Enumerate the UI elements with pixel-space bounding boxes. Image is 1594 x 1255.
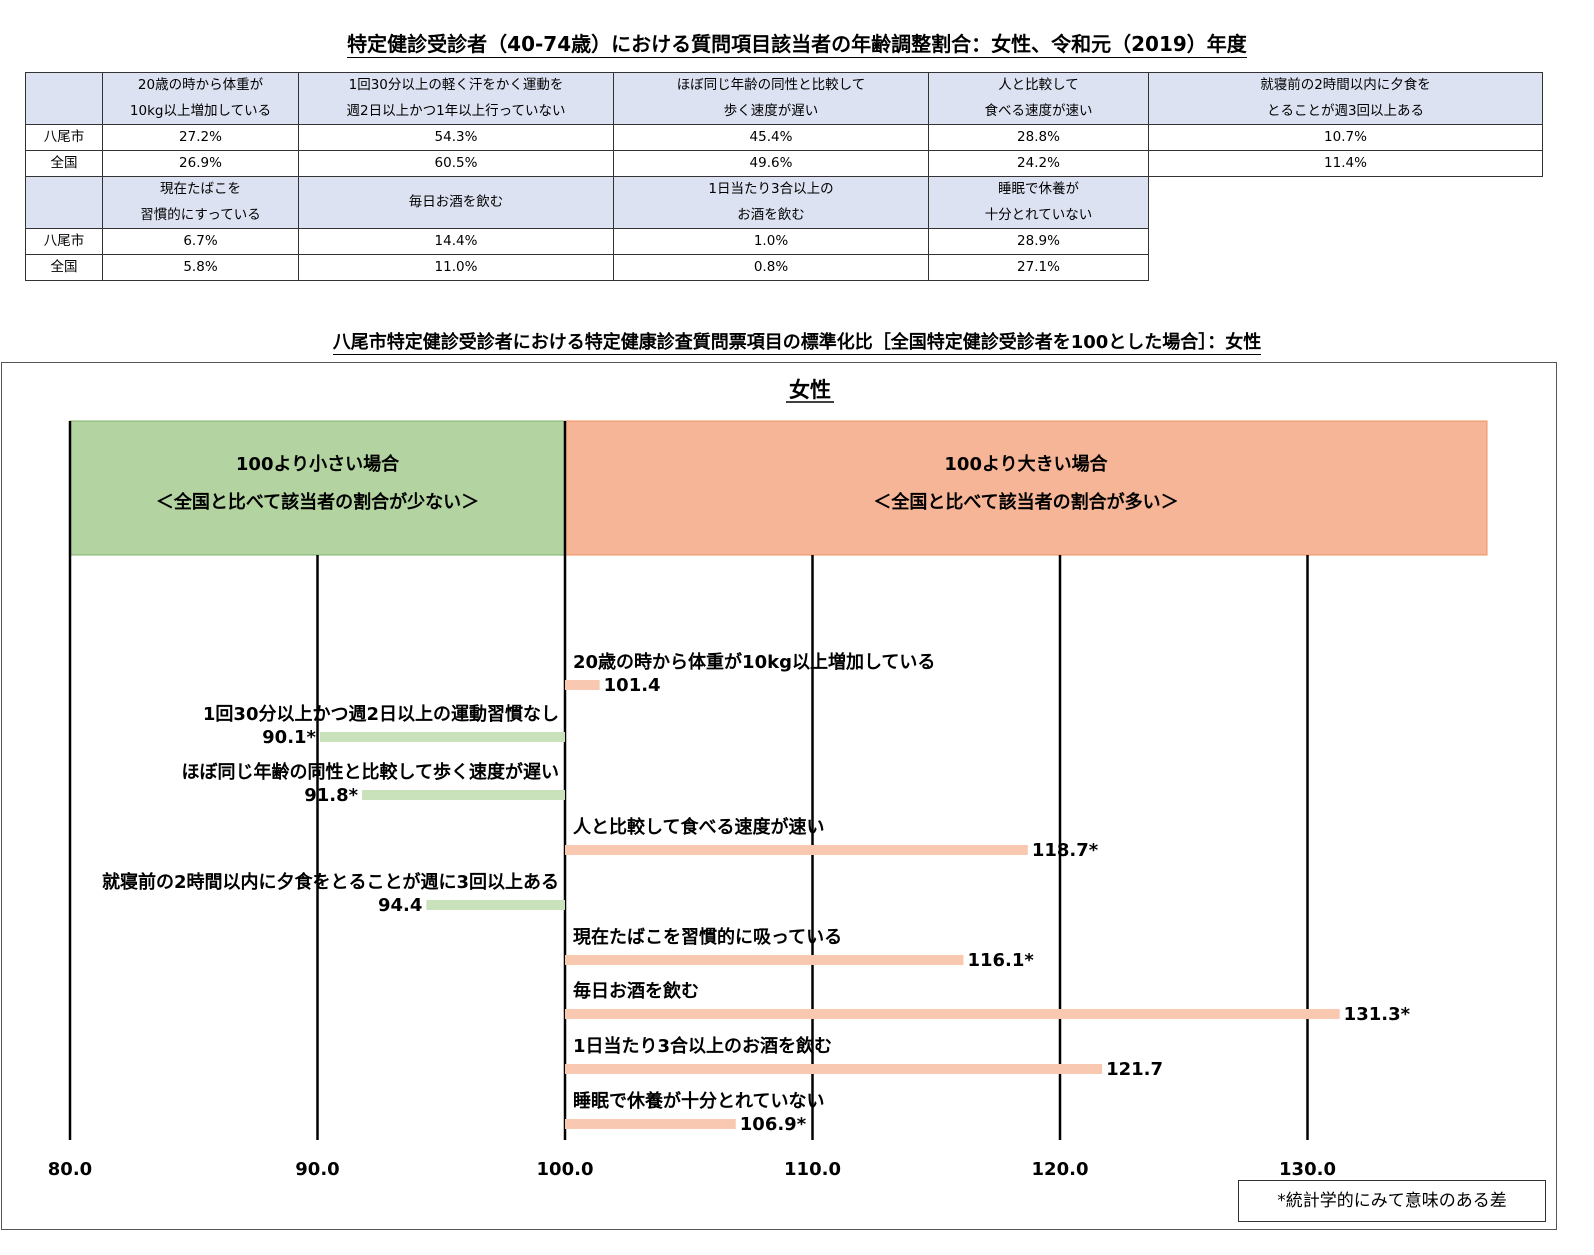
x-tick-label: 120.0: [1032, 1159, 1089, 1180]
table-header-cell: 毎日お酒を飲む: [298, 176, 614, 229]
table-header-cell: 人と比較して食べる速度が速い: [928, 72, 1149, 125]
bar-label: 1日当たり3合以上のお酒を飲む: [573, 1035, 832, 1057]
table-row-label: 全国: [25, 150, 103, 177]
table-header-cell: 睡眠で休養が十分とれていない: [928, 176, 1149, 229]
bar: [565, 1119, 736, 1129]
region-low-box: [69, 420, 566, 556]
table-cell: 54.3%: [298, 124, 614, 151]
chart-title: 八尾市特定健診受診者における特定健康診査質問票項目の標準化比［全国特定健診受診者…: [332, 332, 1262, 355]
bar: [319, 732, 565, 742]
table-corner-cell: [25, 176, 103, 229]
bar-label: 人と比較して食べる速度が速い: [573, 816, 824, 838]
x-tick-label: 90.0: [295, 1159, 339, 1180]
table-header-cell: 現在たばこを習慣的にすっている: [102, 176, 299, 229]
table-cell: 27.2%: [102, 124, 299, 151]
chart-inner-title: 女性: [789, 378, 831, 402]
bar-label: 就寝前の2時間以内に夕食をとることが週に3回以上ある: [102, 871, 559, 893]
bar-label: 1回30分以上かつ週2日以上の運動習慣なし: [203, 703, 559, 725]
bar-value-label: 116.1*: [967, 950, 1034, 971]
bar: [565, 955, 964, 965]
bar-value-label: 90.1*: [262, 727, 316, 748]
bar: [426, 900, 565, 910]
bar-value-label: 94.4: [378, 895, 422, 916]
region-high-label: 100より大きい場合: [944, 453, 1108, 475]
table-header-cell: ほぼ同じ年齢の同性と比較して歩く速度が遅い: [613, 72, 929, 125]
bar-label: 睡眠で休養が十分とれていない: [573, 1090, 824, 1112]
table-cell: 27.1%: [928, 254, 1149, 281]
x-tick-label: 80.0: [48, 1159, 92, 1180]
region-high-box: [564, 420, 1488, 556]
table-header-cell: 就寝前の2時間以内に夕食をとることが週3回以上ある: [1148, 72, 1543, 125]
table-cell: 1.0%: [613, 228, 929, 255]
table-row-label: 八尾市: [25, 228, 103, 255]
table-cell: 24.2%: [928, 150, 1149, 177]
bar-value-label: 121.7: [1106, 1059, 1163, 1080]
table-cell: 45.4%: [613, 124, 929, 151]
bar-value-label: 118.7*: [1032, 840, 1099, 861]
x-tick-label: 100.0: [537, 1159, 594, 1180]
table-row-label: 全国: [25, 254, 103, 281]
table-cell: 0.8%: [613, 254, 929, 281]
table-cell: 6.7%: [102, 228, 299, 255]
bar-value-label: 101.4: [604, 675, 661, 696]
chart-frame: [1, 362, 1557, 1230]
region-low-label: 100より小さい場合: [236, 453, 400, 475]
bar-label: ほぼ同じ年齢の同性と比較して歩く速度が遅い: [182, 761, 559, 783]
bar-value-label: 106.9*: [740, 1114, 807, 1135]
bar: [362, 790, 565, 800]
bar: [565, 1009, 1340, 1019]
table-cell: 11.0%: [298, 254, 614, 281]
region-low-sublabel: ＜全国と比べて該当者の割合が少ない＞: [156, 491, 479, 513]
x-tick-label: 130.0: [1279, 1159, 1336, 1180]
table-cell: 28.8%: [928, 124, 1149, 151]
bar-label: 毎日お酒を飲む: [573, 980, 699, 1002]
bar-value-label: 131.3*: [1344, 1004, 1411, 1025]
table-cell: 49.6%: [613, 150, 929, 177]
table-cell: 11.4%: [1148, 150, 1543, 177]
bar: [565, 1064, 1103, 1074]
table-header-cell: 1回30分以上の軽く汗をかく運動を週2日以上かつ1年以上行っていない: [298, 72, 614, 125]
bar-label: 現在たばこを習慣的に吸っている: [573, 926, 842, 948]
bar-label: 20歳の時から体重が10kg以上増加している: [573, 651, 935, 673]
significance-note: *統計学的にみて意味のある差: [1238, 1180, 1546, 1222]
x-tick-label: 110.0: [784, 1159, 841, 1180]
region-high-sublabel: ＜全国と比べて該当者の割合が多い＞: [873, 491, 1178, 513]
page-title: 特定健診受診者（40-74歳）における質問項目該当者の年齢調整割合：女性、令和元…: [347, 32, 1247, 58]
table-cell: 60.5%: [298, 150, 614, 177]
table-header-cell: 1日当たり3合以上のお酒を飲む: [613, 176, 929, 229]
table-row-label: 八尾市: [25, 124, 103, 151]
bar: [565, 845, 1028, 855]
table-corner-cell: [25, 72, 103, 125]
bar: [565, 680, 600, 690]
bar-value-label: 91.8*: [304, 785, 358, 806]
